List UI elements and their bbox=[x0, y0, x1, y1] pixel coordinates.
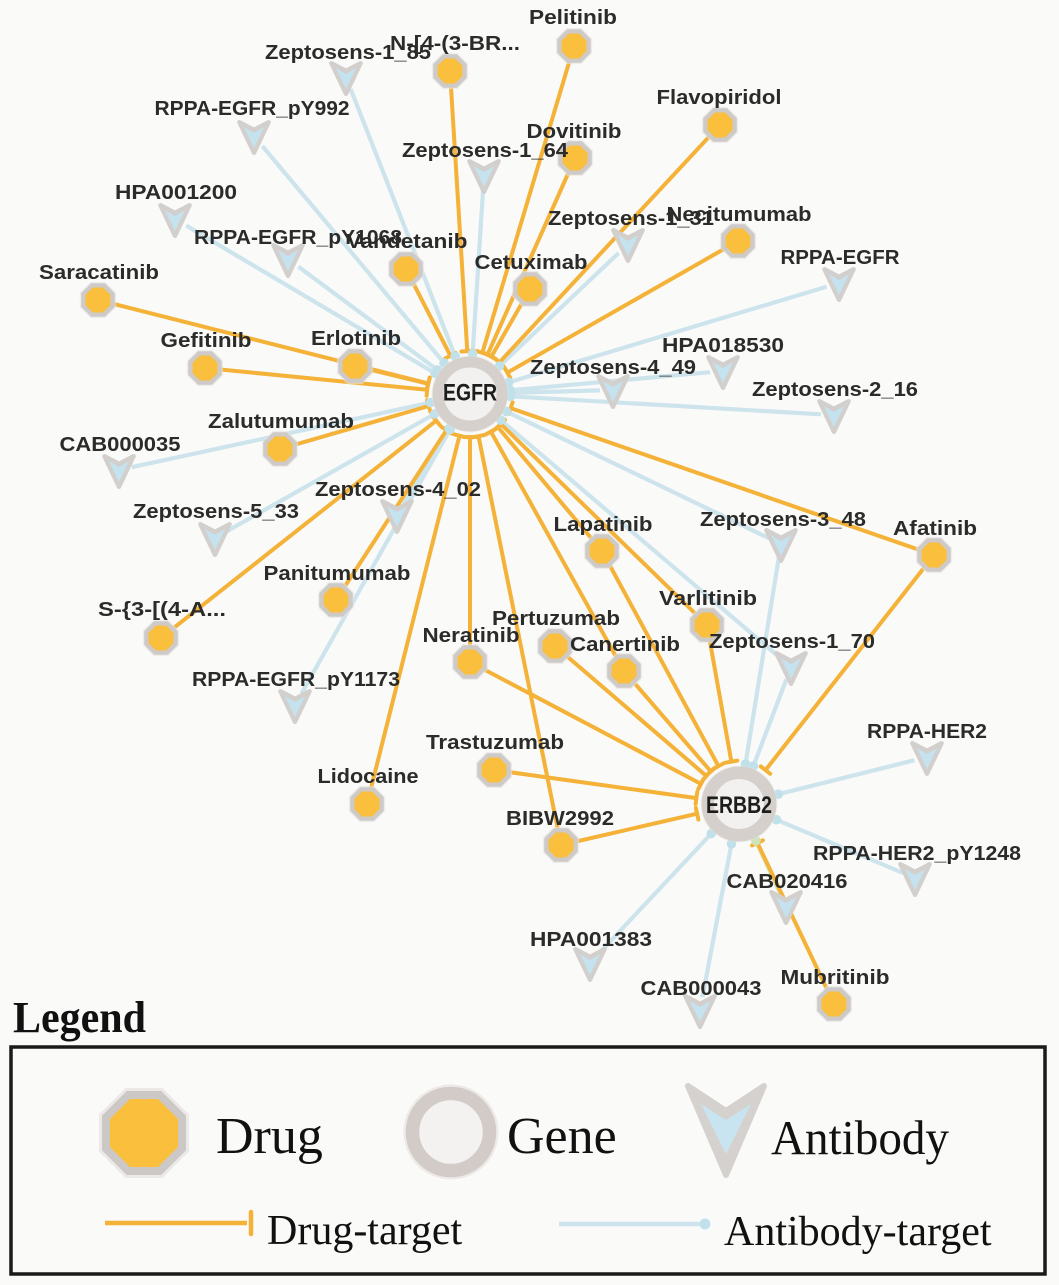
svg-text:Flavopiridol: Flavopiridol bbox=[657, 87, 782, 109]
svg-text:Mubritinib: Mubritinib bbox=[781, 967, 890, 989]
svg-text:Canertinib: Canertinib bbox=[570, 634, 680, 656]
svg-text:Trastuzumab: Trastuzumab bbox=[426, 732, 564, 754]
svg-text:HPA001200: HPA001200 bbox=[115, 182, 237, 204]
svg-text:HPA018530: HPA018530 bbox=[662, 335, 784, 357]
svg-text:RPPA-EGFR_pY992: RPPA-EGFR_pY992 bbox=[155, 98, 350, 120]
svg-text:N-[4-(3-BR...: N-[4-(3-BR... bbox=[390, 33, 520, 55]
svg-text:CAB000035: CAB000035 bbox=[60, 434, 181, 456]
svg-text:RPPA-EGFR_pY1068: RPPA-EGFR_pY1068 bbox=[194, 227, 402, 249]
svg-text:Pelitinib: Pelitinib bbox=[529, 7, 617, 29]
svg-text:Zeptosens-5_33: Zeptosens-5_33 bbox=[133, 501, 299, 523]
svg-text:RPPA-HER2: RPPA-HER2 bbox=[867, 721, 987, 743]
svg-text:BIBW2992: BIBW2992 bbox=[506, 808, 614, 830]
svg-text:Lidocaine: Lidocaine bbox=[318, 766, 419, 788]
svg-text:HPA001383: HPA001383 bbox=[530, 929, 652, 951]
svg-text:Afatinib: Afatinib bbox=[893, 518, 977, 540]
svg-text:Saracatinib: Saracatinib bbox=[39, 262, 159, 284]
svg-text:Necitumumab: Necitumumab bbox=[667, 204, 812, 226]
svg-text:S-{3-[(4-A...: S-{3-[(4-A... bbox=[98, 599, 226, 621]
svg-text:Drug: Drug bbox=[216, 1108, 323, 1165]
svg-text:Neratinib: Neratinib bbox=[423, 625, 520, 647]
svg-text:Vandetanib: Vandetanib bbox=[347, 231, 468, 253]
svg-text:Zalutumumab: Zalutumumab bbox=[208, 411, 354, 433]
svg-text:Gefitinib: Gefitinib bbox=[161, 330, 252, 352]
svg-text:Pertuzumab: Pertuzumab bbox=[492, 608, 620, 630]
svg-text:Legend: Legend bbox=[13, 993, 146, 1042]
svg-text:RPPA-HER2_pY1248: RPPA-HER2_pY1248 bbox=[813, 843, 1021, 865]
svg-text:RPPA-EGFR: RPPA-EGFR bbox=[781, 247, 901, 269]
svg-text:Zeptosens-3_48: Zeptosens-3_48 bbox=[700, 509, 866, 531]
svg-text:Zeptosens-1_85: Zeptosens-1_85 bbox=[265, 42, 431, 64]
svg-text:CAB000043: CAB000043 bbox=[641, 978, 762, 1000]
svg-text:Varlitinib: Varlitinib bbox=[659, 588, 757, 610]
svg-text:Zeptosens-1_31: Zeptosens-1_31 bbox=[548, 208, 714, 230]
svg-text:Zeptosens-1_70: Zeptosens-1_70 bbox=[709, 631, 875, 653]
svg-text:CAB020416: CAB020416 bbox=[727, 871, 848, 893]
svg-text:Antibody-target: Antibody-target bbox=[724, 1209, 992, 1255]
svg-text:RPPA-EGFR_pY1173: RPPA-EGFR_pY1173 bbox=[192, 669, 400, 691]
svg-text:Dovitinib: Dovitinib bbox=[527, 121, 622, 143]
svg-text:Drug-target: Drug-target bbox=[267, 1208, 462, 1254]
svg-text:Zeptosens-4_49: Zeptosens-4_49 bbox=[530, 357, 696, 379]
svg-text:Zeptosens-2_16: Zeptosens-2_16 bbox=[752, 379, 918, 401]
svg-text:ERBB2: ERBB2 bbox=[706, 792, 772, 819]
svg-text:Gene: Gene bbox=[507, 1108, 617, 1165]
svg-text:EGFR: EGFR bbox=[443, 380, 497, 407]
svg-text:Zeptosens-1_64: Zeptosens-1_64 bbox=[402, 140, 569, 162]
svg-text:Cetuximab: Cetuximab bbox=[475, 252, 588, 274]
svg-text:Panitumumab: Panitumumab bbox=[264, 563, 411, 585]
svg-text:Zeptosens-4_02: Zeptosens-4_02 bbox=[315, 479, 481, 501]
svg-text:Antibody: Antibody bbox=[771, 1110, 949, 1165]
svg-text:Lapatinib: Lapatinib bbox=[554, 514, 653, 536]
svg-text:Erlotinib: Erlotinib bbox=[311, 328, 401, 350]
